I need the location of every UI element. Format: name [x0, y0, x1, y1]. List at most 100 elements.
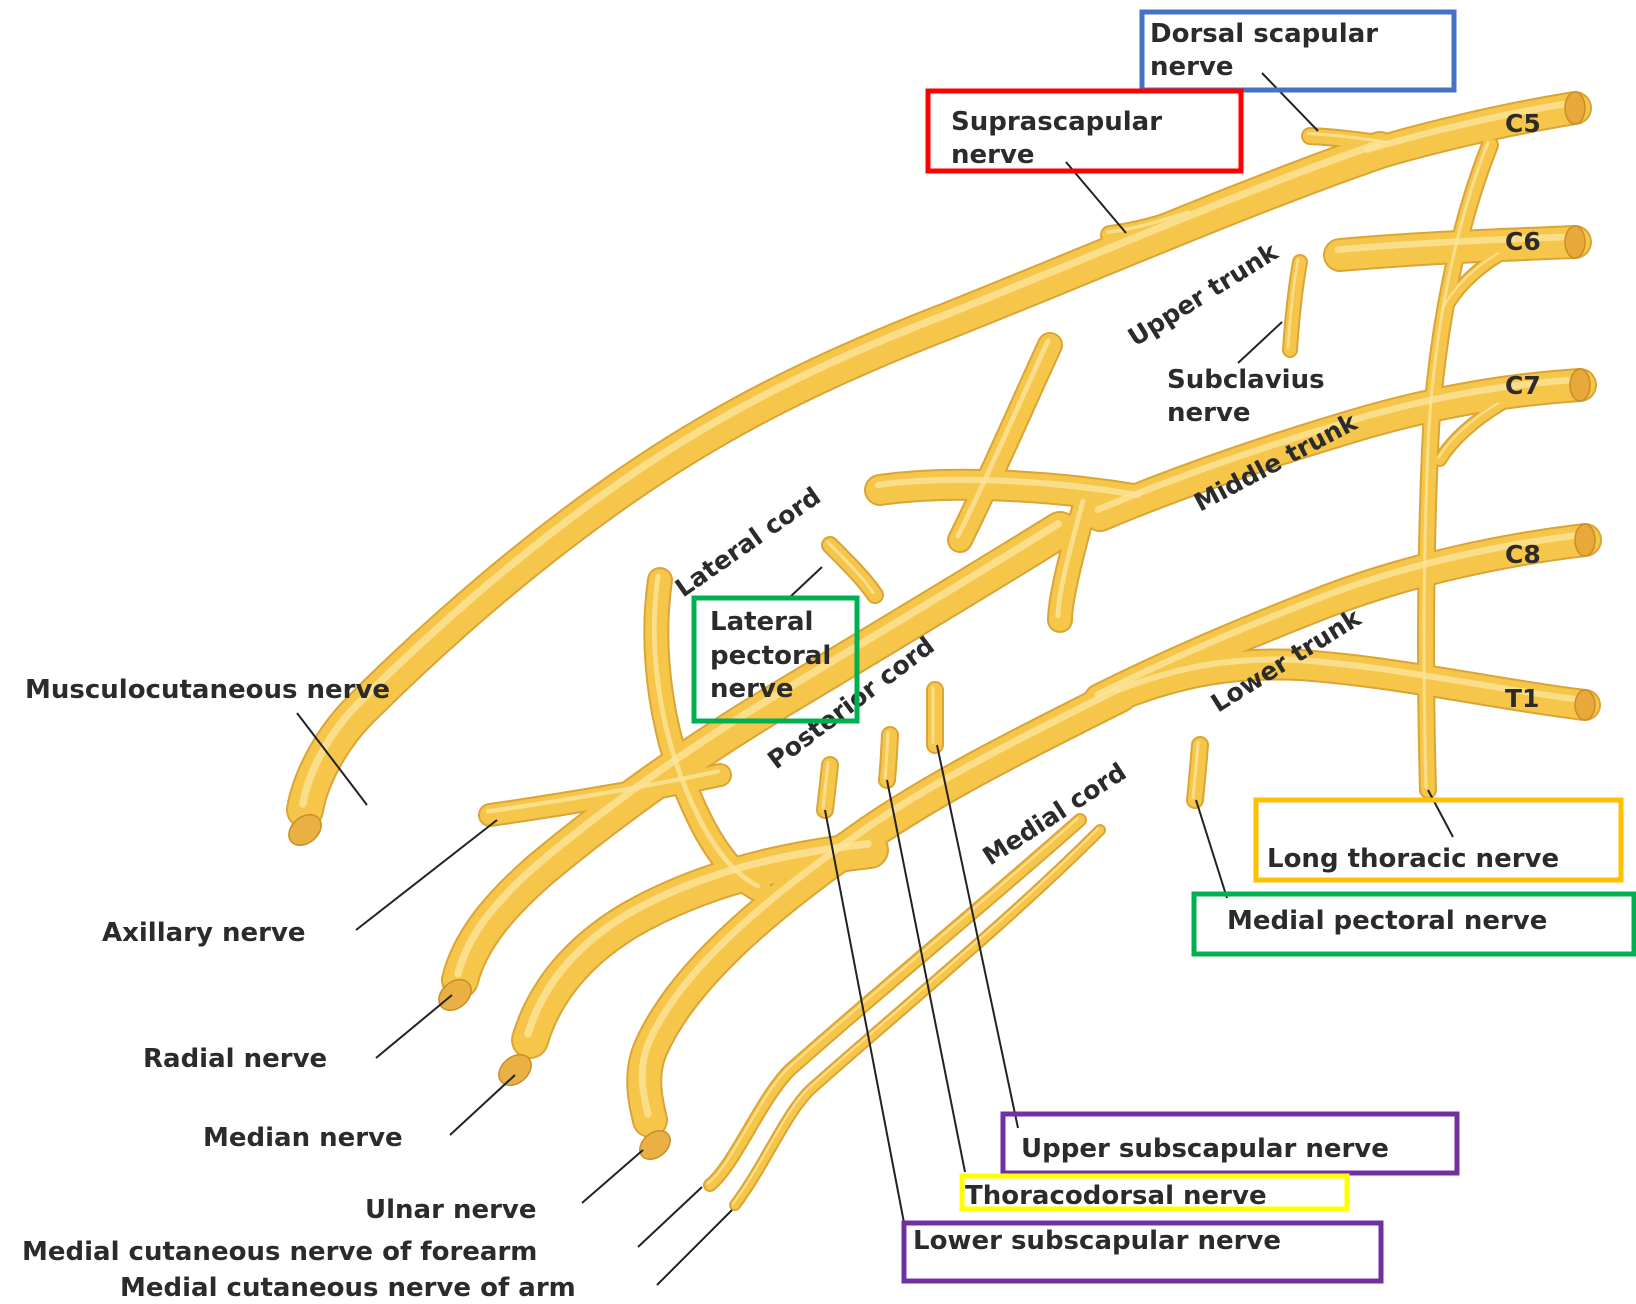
root-c7: [1085, 370, 1595, 530]
highlight-box-long-thoracic: [1253, 797, 1624, 883]
ulnar-cut-end: [639, 1129, 671, 1161]
median-cut-end: [498, 1053, 532, 1087]
label-long-thoracic: Long thoracic nerve: [1267, 844, 1559, 874]
long-thoracic-trunk: [1418, 138, 1497, 797]
long-thoracic-c7: [1435, 400, 1505, 465]
label-lateral-pectoral-line3: nerve: [710, 674, 794, 704]
root-cap-t1: [1574, 689, 1596, 721]
leader-lines: [296, 72, 1454, 1286]
label-dorsal-scapular-line1: Dorsal scapular: [1150, 19, 1378, 49]
radial-cut-end: [438, 978, 472, 1012]
label-lateral-pectoral-line2: pectoral: [710, 641, 831, 671]
root-labels: C5 C6 C7 C8 T1: [1505, 109, 1541, 713]
label-subclavius-line1: Subclavius: [1167, 365, 1325, 395]
highlight-box-suprascapular: [925, 88, 1244, 174]
root-cap-c5: [1564, 91, 1586, 125]
nerve-highlights: [299, 99, 1587, 1205]
medial-cutaneous-arm: [731, 826, 1104, 1209]
subclavius-branch: [1284, 256, 1306, 356]
label-subclavius-line2: nerve: [1167, 398, 1251, 428]
leader-median: [449, 1074, 516, 1136]
leader-axillary: [355, 819, 498, 931]
medial-cutaneous-forearm: [705, 815, 1085, 1190]
leader-radial: [375, 994, 453, 1059]
label-upper-subscapular: Upper subscapular nerve: [1021, 1134, 1389, 1164]
lower-subscapular-branch: [818, 758, 837, 817]
highlight-box-lateral-pectoral: [691, 595, 860, 724]
label-suprascapular-line2: nerve: [951, 140, 1035, 170]
suprascapular-branch-highlight: [1106, 210, 1190, 234]
leader-subclavius: [1237, 321, 1283, 364]
label-suprascapular-line1: Suprascapular: [951, 107, 1162, 137]
leader-med-cut-arm: [656, 1209, 733, 1286]
long-thoracic-c7-highlight: [1436, 402, 1500, 460]
highlight-box-dorsal-scapular: [1139, 9, 1457, 93]
posterior-cord: [443, 513, 1077, 997]
leader-thoracodorsal: [886, 779, 966, 1173]
median-nerve: [513, 833, 887, 1057]
root-t1-highlight: [1114, 656, 1587, 704]
thoracodorsal-branch-highlight: [883, 730, 890, 780]
leader-med-cut-forearm: [637, 1186, 703, 1248]
root-c5: [1355, 93, 1590, 170]
highlight-box-lower-subscapular: [901, 1220, 1384, 1284]
middle-trunk: [866, 470, 1154, 514]
label-musculocutaneous: Musculocutaneous nerve: [25, 675, 390, 705]
root-c8-highlight: [1094, 531, 1587, 698]
highlight-boxes: [691, 9, 1636, 1284]
leader-lower-subscapular: [824, 809, 906, 1229]
root-c7-highlight: [1094, 376, 1582, 513]
root-cap-c6: [1564, 225, 1586, 259]
musculocutaneous-cut-end: [288, 813, 322, 847]
nerve-structure: [286, 91, 1602, 1211]
upper-to-posterior-highlight: [955, 338, 1051, 539]
label-root-c6: C6: [1505, 227, 1541, 256]
label-axillary: Axillary nerve: [102, 918, 306, 948]
root-t1: [1106, 650, 1599, 719]
medial-pectoral-branch: [1188, 738, 1207, 807]
label-med-cut-forearm: Medial cutaneous nerve of forearm: [22, 1237, 537, 1267]
leader-ulnar: [581, 1149, 644, 1204]
axillary-nerve: [480, 765, 730, 825]
leader-lateral-pectoral: [789, 566, 823, 598]
axillary-nerve-highlight: [485, 769, 721, 814]
medial-cutaneous-forearm-highlight: [706, 817, 1080, 1185]
lower-subscapular-branch-highlight: [821, 760, 830, 810]
leader-long-thoracic: [1427, 789, 1454, 838]
highlight-box-upper-subscapular: [1000, 1111, 1460, 1176]
lower-trunk-highlight: [638, 685, 1122, 1118]
medial-cutaneous-arm-highlight: [732, 827, 1099, 1205]
lateral-pectoral-branch-highlight: [826, 540, 875, 595]
cut-ends: [288, 91, 1596, 1161]
label-root-c7: C7: [1505, 371, 1541, 400]
medial-pectoral-branch-highlight: [1191, 740, 1200, 800]
nerve-labels: Dorsal scapular nerve Suprascapular nerv…: [22, 19, 1559, 1303]
label-root-c5: C5: [1505, 109, 1541, 138]
long-thoracic-c6: [1440, 250, 1505, 315]
upper-to-posterior: [949, 334, 1061, 551]
upper-trunk-highlight: [299, 140, 1382, 808]
label-root-t1: T1: [1505, 684, 1539, 713]
label-dorsal-scapular-line2: nerve: [1150, 52, 1234, 82]
label-lower-subscapular: Lower subscapular nerve: [913, 1226, 1281, 1256]
subclavius-branch-highlight: [1286, 258, 1300, 350]
highlight-box-thoracodorsal: [959, 1173, 1350, 1212]
root-cap-c7: [1569, 368, 1591, 402]
upper-trunk: [288, 133, 1397, 827]
leader-suprascapular: [1065, 161, 1127, 234]
dorsal-scapular-branch-highlight: [1306, 131, 1390, 145]
median-nerve-highlight: [524, 840, 872, 1038]
label-thoracodorsal: Thoracodorsal nerve: [965, 1181, 1267, 1211]
label-root-c8: C8: [1505, 540, 1541, 569]
label-median: Median nerve: [203, 1123, 403, 1153]
label-medial-pectoral: Medial pectoral nerve: [1227, 906, 1547, 936]
label-ulnar: Ulnar nerve: [365, 1195, 537, 1225]
middle-to-posterior-highlight: [1055, 498, 1086, 619]
label-lateral-pectoral-line1: Lateral: [710, 607, 813, 637]
leader-medial-pectoral: [1195, 799, 1228, 899]
leader-musculocutaneous: [296, 712, 368, 806]
lateral-to-median-highlight: [651, 573, 761, 889]
long-thoracic-c6-highlight: [1441, 252, 1500, 310]
root-cap-c8: [1574, 523, 1596, 557]
